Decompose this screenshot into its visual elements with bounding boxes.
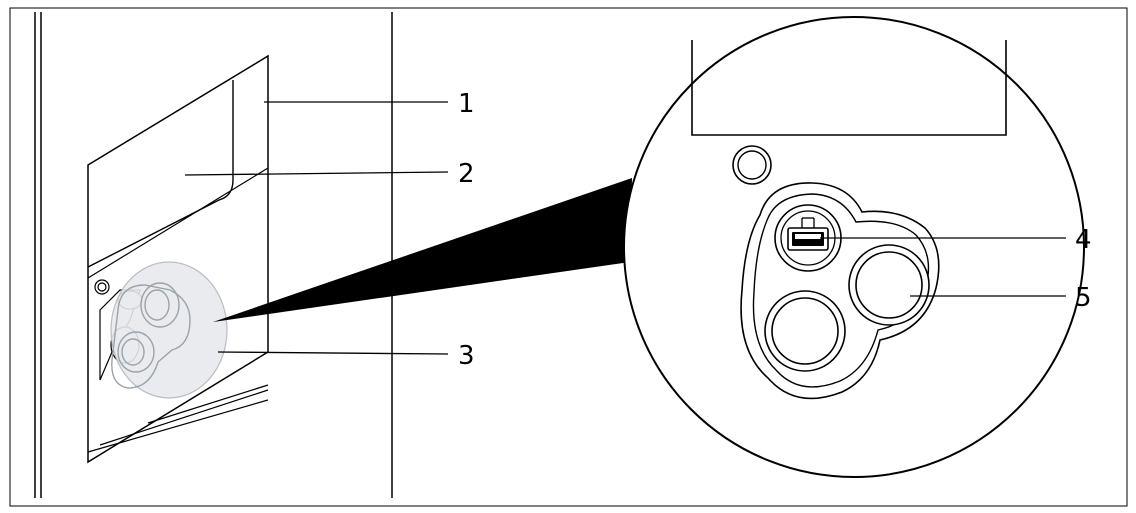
wall-edges <box>34 12 393 498</box>
usb-port <box>774 204 842 272</box>
magnified-view <box>623 16 1085 478</box>
magnifier-source <box>110 261 228 399</box>
leader-3 <box>217 351 449 355</box>
callout-1: 1 <box>458 89 475 119</box>
label-panel <box>87 80 234 268</box>
callout-4: 4 <box>1075 225 1092 255</box>
cable-gland-lower <box>764 290 846 372</box>
callout-2: 2 <box>458 159 475 189</box>
callout-3: 3 <box>458 341 475 371</box>
figure-frame <box>9 7 1128 507</box>
device-housing <box>87 54 269 464</box>
callout-5: 5 <box>1075 283 1092 313</box>
cable-gland-right <box>848 244 930 326</box>
magnification-cone <box>213 178 632 322</box>
housing-lower-detail <box>87 167 269 453</box>
leader-lines <box>184 101 1066 355</box>
leader-2 <box>184 171 449 176</box>
magnified-top-panel <box>691 40 1007 136</box>
